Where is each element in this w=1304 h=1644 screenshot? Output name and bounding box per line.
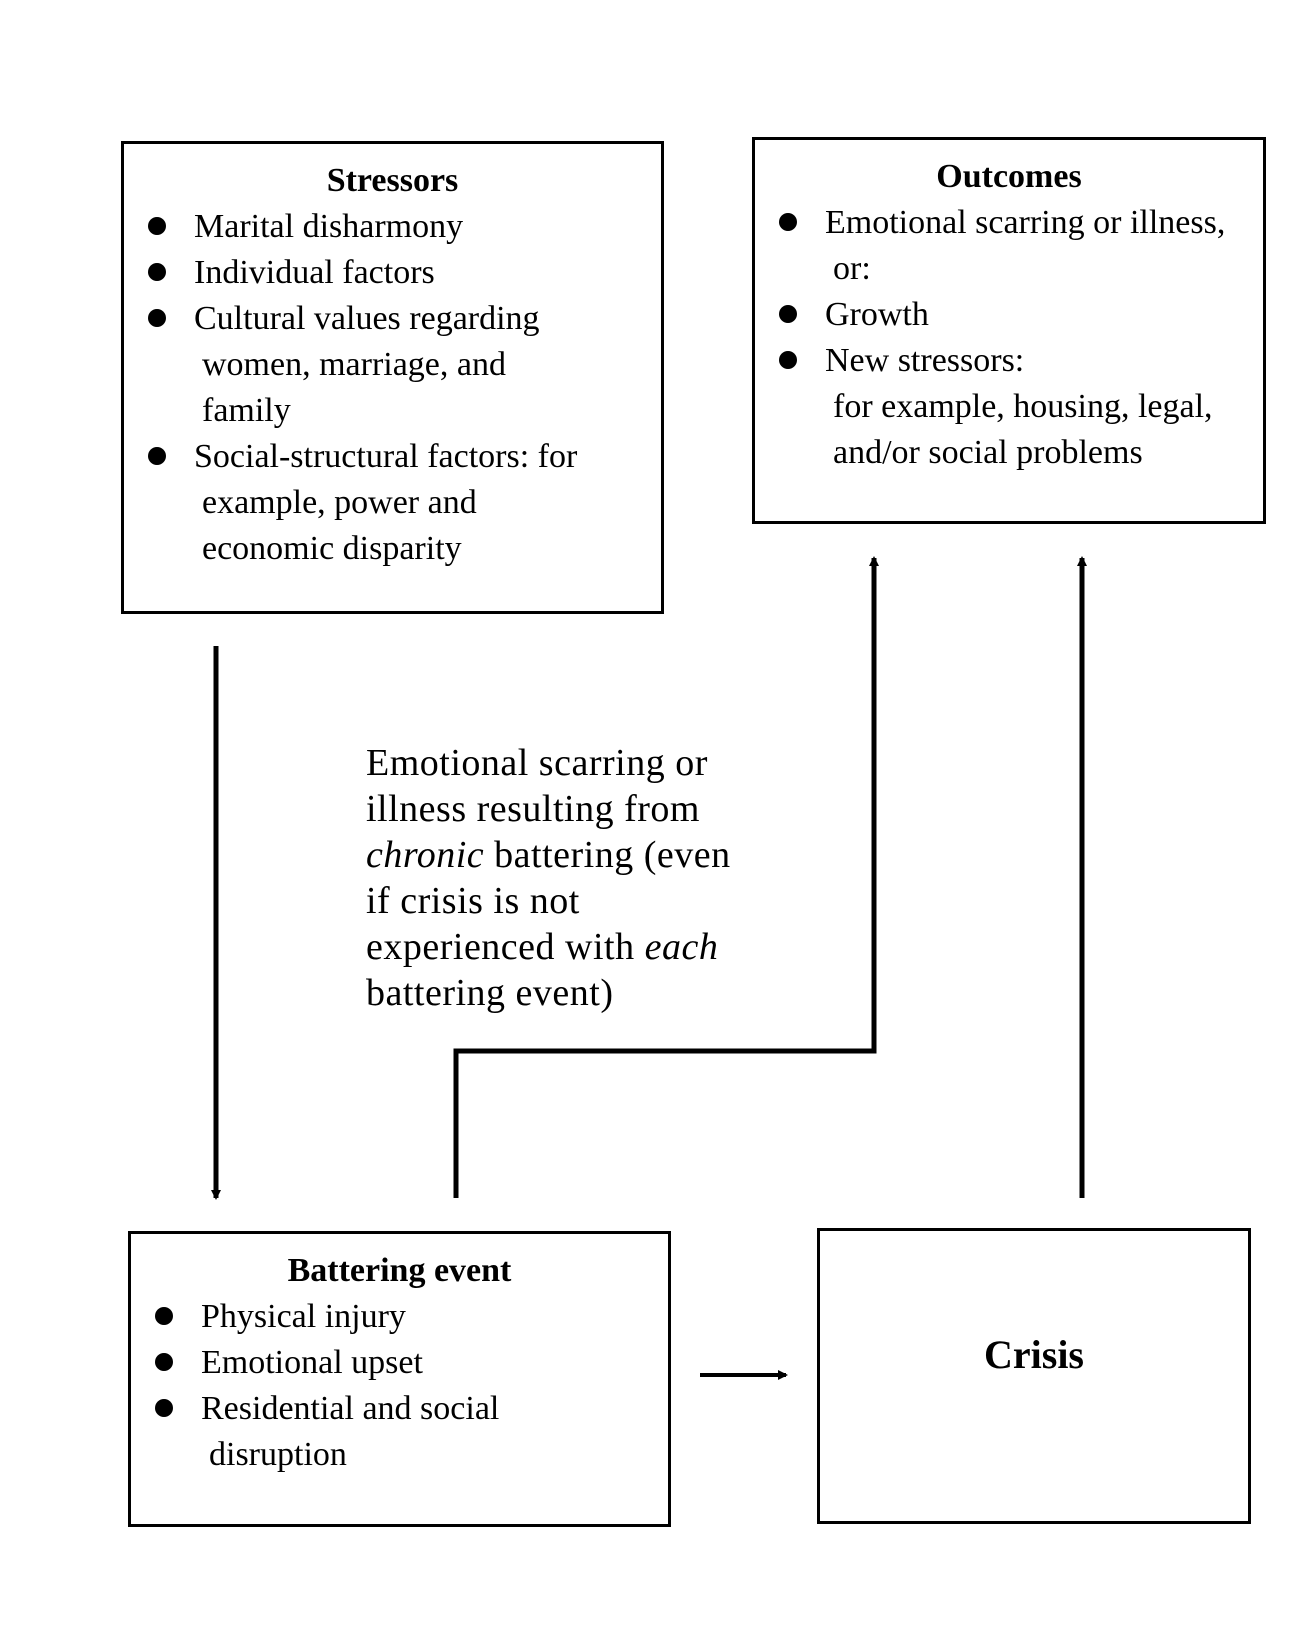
list-item: Emotional scarring or illness, or:	[755, 200, 1263, 292]
bullet-icon	[155, 1307, 173, 1325]
outcomes-box: Outcomes Emotional scarring or illness, …	[752, 137, 1266, 524]
battering-event-title: Battering event	[287, 1252, 512, 1289]
battering-event-box: Battering event Physical injury Emotiona…	[128, 1231, 671, 1527]
list-item: Physical injury	[131, 1294, 668, 1340]
list-item: Residential and social disruption	[131, 1386, 668, 1478]
outcomes-title: Outcomes	[936, 158, 1082, 195]
list-item: Marital disharmony	[124, 204, 661, 250]
bullet-icon	[148, 263, 166, 281]
list-item: Cultural values regarding women, marriag…	[124, 296, 661, 434]
bullet-icon	[779, 213, 797, 231]
bullet-icon	[148, 447, 166, 465]
outcomes-list: Emotional scarring or illness, or: Growt…	[755, 200, 1263, 476]
crisis-label: Crisis	[984, 1332, 1084, 1377]
list-item: Individual factors	[124, 250, 661, 296]
bullet-icon	[148, 217, 166, 235]
list-item: Emotional upset	[131, 1340, 668, 1386]
stressors-title: Stressors	[326, 162, 459, 199]
battering-event-list: Physical injury Emotional upset Resident…	[131, 1294, 668, 1478]
bullet-icon	[779, 305, 797, 323]
bullet-icon	[155, 1399, 173, 1417]
crisis-box: Crisis	[817, 1228, 1251, 1524]
bullet-icon	[155, 1353, 173, 1371]
bullet-icon	[148, 309, 166, 327]
list-item: Social-structural factors: for example, …	[124, 434, 661, 572]
bullet-icon	[779, 351, 797, 369]
chronic-battering-note: Emotional scarring or illness resulting …	[366, 742, 731, 1014]
stressors-box: Stressors Marital disharmony Individual …	[121, 141, 664, 614]
arrow-chronic-to-outcomes	[453, 556, 879, 1198]
list-item: New stressors: for example, housing, leg…	[755, 338, 1263, 476]
stressors-list: Marital disharmony Individual factors Cu…	[124, 204, 661, 572]
list-item: Growth	[755, 292, 1263, 338]
